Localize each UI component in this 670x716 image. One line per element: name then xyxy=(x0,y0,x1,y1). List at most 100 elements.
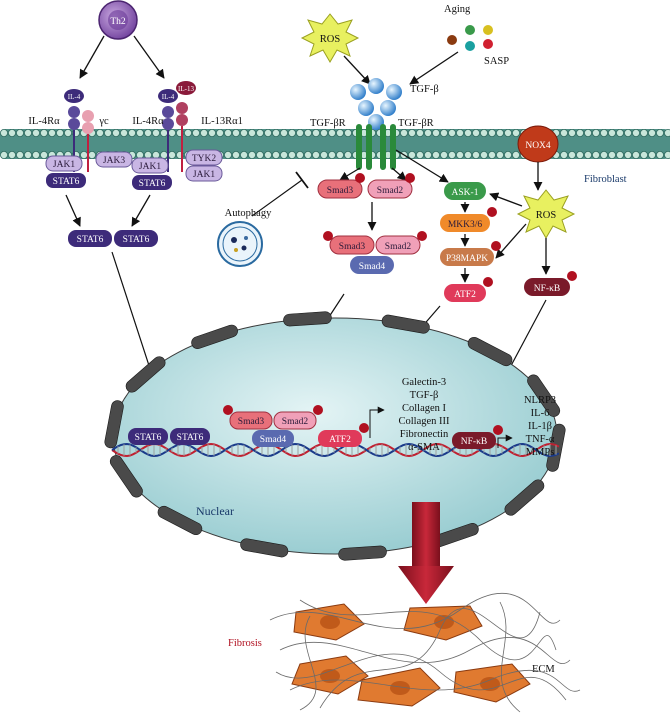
svg-text:Smad2: Smad2 xyxy=(377,186,404,196)
lipid-head xyxy=(664,151,670,159)
ask1: ASK-1 xyxy=(444,182,486,200)
lipid-head xyxy=(319,150,328,159)
stat6-f: STAT6 xyxy=(170,428,210,445)
stat6-e: STAT6 xyxy=(128,428,168,445)
tgfb-receptor xyxy=(356,124,396,170)
lipid-head xyxy=(560,150,569,159)
lipid-head xyxy=(167,128,176,137)
lipid-head xyxy=(608,150,617,159)
aging-label: Aging xyxy=(444,4,471,15)
lipid-head xyxy=(584,128,593,137)
lipid-head xyxy=(648,128,657,137)
lipid-head xyxy=(616,150,625,159)
svg-text:JAK1: JAK1 xyxy=(193,170,215,180)
lipid-head xyxy=(263,128,272,137)
jak1-c: JAK1 xyxy=(185,165,223,182)
svg-text:NF-κB: NF-κB xyxy=(534,284,560,294)
lipid-head xyxy=(7,128,16,137)
lipid-head xyxy=(503,128,512,137)
lipid-head xyxy=(624,150,633,159)
lipid-head xyxy=(592,128,601,137)
lipid-head xyxy=(431,150,440,159)
stat6-c: STAT6 xyxy=(68,230,112,247)
svg-text:NF-κB: NF-κB xyxy=(461,437,487,447)
lipid-head xyxy=(648,150,657,159)
lipid-head xyxy=(560,128,569,137)
svg-text:Smad4: Smad4 xyxy=(260,435,287,445)
lipid-head xyxy=(343,150,352,159)
tgfbr-left-label: TGF-βR xyxy=(310,118,346,129)
inflammatory-genes-list: NLRP3 IL-6 IL-1β TNF-α MMPs xyxy=(524,395,556,458)
svg-text:JAK1: JAK1 xyxy=(139,162,161,172)
fibrosis-label: Fibrosis xyxy=(228,638,262,649)
lipid-head xyxy=(247,128,256,137)
smad-complex-nucleus: Smad3 Smad2 Smad4 xyxy=(223,405,323,447)
svg-text:IL-1β: IL-1β xyxy=(528,421,552,432)
lipid-head xyxy=(495,128,504,137)
lipid-head xyxy=(455,128,464,137)
lipid-head xyxy=(624,128,633,137)
lipid-head xyxy=(295,150,304,159)
lipid-head xyxy=(576,150,585,159)
lipid-head xyxy=(279,128,288,137)
lipid-head xyxy=(407,128,416,137)
lipid-head xyxy=(423,150,432,159)
svg-text:MMPs: MMPs xyxy=(526,447,555,458)
nuclear-pore xyxy=(125,356,166,393)
lipid-head xyxy=(303,128,312,137)
stat6-a: STAT6 xyxy=(46,173,86,188)
lipid-head xyxy=(271,150,280,159)
smad-complex-cytoplasm: Smad3 Smad2 Smad4 xyxy=(323,231,427,274)
il4ra-left-label: IL-4Rα xyxy=(28,116,60,127)
lipid-head xyxy=(495,150,504,159)
fibroblast-cells xyxy=(291,603,531,707)
lipid-head xyxy=(255,150,264,159)
svg-text:Collagen I: Collagen I xyxy=(402,403,447,414)
lipid-head xyxy=(223,150,232,159)
lipid-head xyxy=(632,150,641,159)
lipid-head xyxy=(80,150,89,159)
svg-text:MKK3/6: MKK3/6 xyxy=(448,220,483,230)
lipid-head xyxy=(512,128,521,137)
lipid-head xyxy=(104,128,113,137)
svg-text:IL-6: IL-6 xyxy=(531,408,550,419)
lipid-head xyxy=(608,128,617,137)
svg-text:ATF2: ATF2 xyxy=(329,435,351,445)
il4-left-label: IL-4 xyxy=(68,93,81,101)
phospho-badge xyxy=(355,173,365,183)
lipid-head xyxy=(271,128,280,137)
lipid-head xyxy=(15,128,24,137)
smad2-a: Smad2 xyxy=(367,179,413,199)
lipid-head xyxy=(0,150,8,159)
il4-right-label: IL-4 xyxy=(162,93,175,101)
atf2-cytoplasm: ATF2 xyxy=(444,277,493,302)
svg-text:NOX4: NOX4 xyxy=(525,141,551,151)
lipid-head xyxy=(167,150,176,159)
lipid-head xyxy=(463,150,472,159)
nuclear-pore xyxy=(504,479,545,516)
lipid-head xyxy=(143,128,152,137)
lipid-head xyxy=(423,128,432,137)
lipid-head xyxy=(327,150,336,159)
il4ra-right-label: IL-4Rα xyxy=(132,116,164,127)
lipid-head xyxy=(311,150,320,159)
lipid-head xyxy=(215,128,224,137)
lipid-head xyxy=(183,128,192,137)
sasp-dots xyxy=(447,25,493,51)
lipid-head xyxy=(32,150,41,159)
svg-text:TNF-α: TNF-α xyxy=(526,434,555,445)
lipid-head xyxy=(512,150,521,159)
p38mapk: P38MAPK xyxy=(440,241,501,266)
jak3: JAK3 xyxy=(95,151,133,168)
nuclear-pore xyxy=(381,314,430,334)
nuclear-pore xyxy=(109,455,143,498)
lipid-head xyxy=(600,128,609,137)
nuclear-pore xyxy=(157,505,203,536)
tgfbr-right-label: TGF-βR xyxy=(398,118,434,129)
lipid-head xyxy=(415,128,424,137)
lipid-head xyxy=(255,128,264,137)
jak1-a: JAK1 xyxy=(45,155,83,172)
lipid-head xyxy=(135,128,144,137)
lipid-head xyxy=(503,150,512,159)
svg-text:ROS: ROS xyxy=(320,34,341,45)
